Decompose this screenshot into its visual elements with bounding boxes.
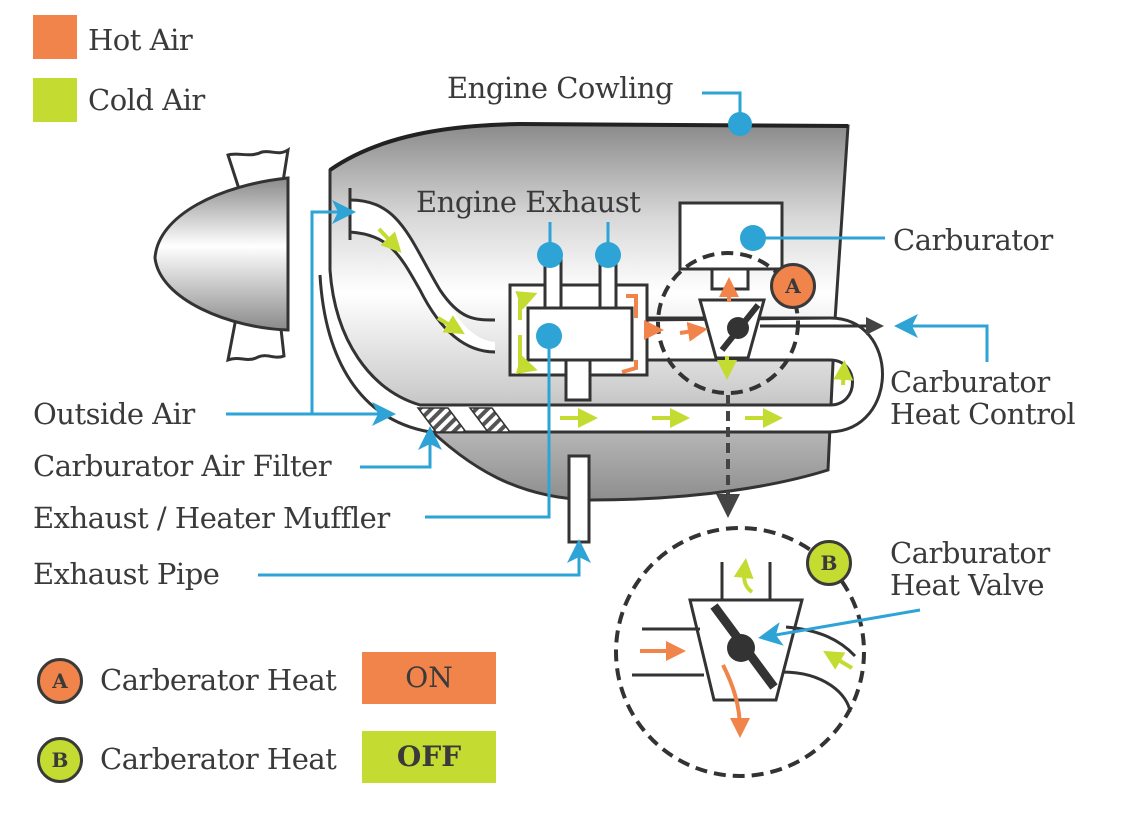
badge-b-diagram: B	[806, 540, 852, 586]
cold-air-arrows	[377, 227, 854, 670]
heater-air-passage	[318, 269, 884, 434]
detail-circle-b	[614, 526, 866, 778]
carburator-label: Carburator	[893, 223, 1053, 257]
exhaust-pipe	[567, 454, 591, 544]
badge-a-legend: A	[37, 658, 83, 704]
carburator-heat-valve-label-line2: Heat Valve	[890, 568, 1045, 602]
hot-air-swatch	[33, 15, 77, 59]
engine-exhaust-label: Engine Exhaust	[416, 185, 641, 219]
exhaust-heater-muffler-label: Exhaust / Heater Muffler	[33, 501, 390, 535]
exhaust-pipe-label: Exhaust Pipe	[33, 557, 220, 591]
carburator-air-filter-label: Carburator Air Filter	[33, 449, 332, 483]
badge-b-legend: B	[37, 737, 83, 783]
carburator-heat-valve-label-line1: Carburator	[890, 536, 1050, 570]
carburator-heat-control-label-line2: Heat Control	[890, 397, 1076, 431]
state-b-off-box: OFF	[362, 731, 496, 783]
callout-lines	[226, 91, 989, 646]
engine-cowling-label: Engine Cowling	[447, 71, 674, 105]
state-a-label: Carberator Heat	[100, 663, 337, 697]
cold-air-swatch	[33, 78, 77, 122]
state-a-on-box: ON	[362, 652, 496, 704]
legend-cold-air-label: Cold Air	[88, 83, 205, 117]
legend-hot-air-label: Hot Air	[88, 23, 193, 57]
callout-dots	[536, 112, 766, 349]
state-b-label: Carberator Heat	[100, 742, 337, 776]
carburator-heat-control-label-line1: Carburator	[890, 365, 1050, 399]
outside-air-label: Outside Air	[33, 397, 195, 431]
badge-a-diagram: A	[770, 263, 816, 309]
hot-air-arrows	[621, 277, 750, 738]
air-filter	[416, 407, 468, 433]
propeller-spinner	[153, 176, 290, 332]
